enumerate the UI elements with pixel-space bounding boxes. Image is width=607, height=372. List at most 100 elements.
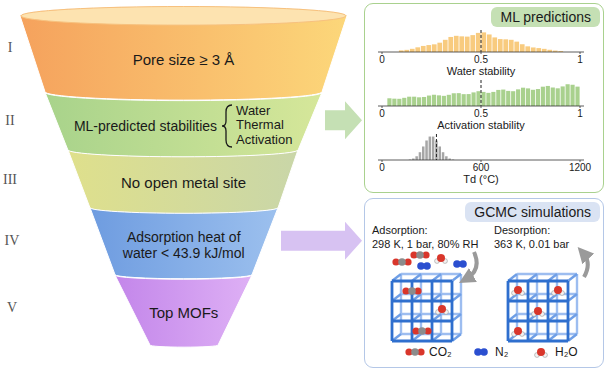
molecule [417, 262, 431, 270]
histogram-bar [419, 152, 422, 160]
flow-arrow [325, 101, 362, 139]
legend-item: N₂ [470, 345, 508, 361]
tick-label: 1 [577, 108, 583, 120]
panel-heading: ML predictions [491, 7, 600, 27]
histogram-bar [442, 96, 446, 106]
histogram-bar [421, 46, 426, 52]
histogram-bar [452, 93, 456, 106]
histogram-bar [467, 94, 471, 106]
step-numeral: IV [5, 233, 20, 249]
median-line [436, 134, 437, 160]
histogram-bar [417, 97, 421, 106]
axis-title: Water stability [447, 65, 516, 78]
histogram-bar [492, 37, 497, 52]
step-numeral: II [5, 113, 14, 129]
histogram-bar [542, 49, 547, 52]
histogram-bar [486, 93, 490, 106]
tick-label: 1 [577, 54, 583, 66]
histogram-bar [536, 48, 541, 52]
histogram-bar [487, 34, 492, 52]
mof-framework [392, 274, 461, 341]
molecule [535, 348, 548, 357]
filter-step: Pore size ≥ 3 Å [133, 51, 235, 68]
molecule [512, 327, 525, 336]
histogram-bar [503, 39, 508, 52]
stability-item: Water [236, 104, 270, 119]
histogram-bar [407, 97, 411, 106]
histogram-bar [412, 97, 416, 106]
result-panel: GCMC simulations [364, 198, 604, 368]
filter-step: Adsorption heat of water < 43.9 kJ/mol [110, 229, 258, 261]
histogram-bar [511, 91, 515, 106]
band-fill [68, 150, 298, 214]
funnel-band: No open metal site [68, 143, 298, 214]
histogram-bar [481, 32, 486, 52]
axis-tick [382, 160, 383, 162]
histogram-bar [437, 95, 441, 106]
histogram-bar [575, 87, 579, 106]
legend-item: H₂O [530, 345, 578, 361]
histogram-bar [454, 36, 459, 52]
molecule-icon [470, 345, 492, 361]
histogram-bar [447, 95, 451, 106]
molecule [410, 251, 429, 259]
band-fill [115, 275, 252, 347]
histogram-bar [498, 39, 503, 52]
histogram-bar [425, 140, 428, 160]
histogram-bar [546, 86, 550, 106]
histogram-bar [429, 137, 432, 160]
step-numeral: V [7, 300, 17, 316]
filter-step: Top MOFs [149, 304, 218, 321]
histogram-bar [556, 88, 560, 106]
step-numeral: III [3, 172, 17, 188]
adsorption-arrow [466, 252, 477, 279]
histogram-bar [445, 156, 448, 160]
histogram-bar [516, 89, 520, 106]
histogram-bar [472, 92, 476, 106]
histogram-bar [531, 90, 535, 106]
histogram-bar [506, 91, 510, 106]
histogram-bar [571, 85, 575, 106]
molecule [474, 348, 488, 356]
flow-arrow [281, 222, 362, 260]
histogram-bar [422, 146, 425, 160]
histogram-bar [432, 44, 437, 52]
legend-label: N₂ [495, 346, 508, 360]
histogram-bar [415, 156, 418, 160]
axis-title: Activation stability [437, 119, 524, 132]
filter-step: No open metal site [121, 174, 246, 191]
molecule [402, 287, 421, 295]
median-line [481, 80, 482, 106]
axis-tick [382, 106, 383, 108]
axis-tick [481, 52, 482, 54]
histogram-bar [525, 46, 530, 52]
histogram-bar [426, 45, 431, 52]
legend-label: H₂O [555, 346, 578, 360]
histograms [378, 30, 584, 162]
histogram-bar [561, 86, 565, 106]
panel-heading: GCMC simulations [465, 202, 600, 222]
brace [221, 103, 233, 149]
histogram-bar [432, 137, 435, 160]
histogram-bar [427, 96, 431, 106]
histogram-bar [566, 84, 570, 106]
funnel-band: ML-predicted stabilitiesWaterThermalActi… [45, 84, 322, 157]
molecule [532, 307, 545, 316]
axis-tick [481, 106, 482, 108]
axis-tick [580, 52, 581, 54]
stability-item: Activation [236, 133, 292, 148]
molecule [412, 327, 431, 335]
histogram-bar [481, 92, 485, 106]
legend-label: CO₂ [429, 346, 452, 360]
mof-framework [508, 274, 577, 341]
histogram-bar [392, 99, 396, 106]
histogram-bar [448, 37, 453, 52]
funnel-band: Top MOFs [115, 271, 252, 347]
molecule-icon [404, 345, 426, 361]
molecule [392, 258, 411, 266]
histogram-bar [457, 93, 461, 106]
histogram-bar [465, 37, 470, 52]
gas-mixture [392, 251, 466, 270]
histogram-bar [437, 43, 442, 52]
histogram-bar [521, 88, 525, 106]
